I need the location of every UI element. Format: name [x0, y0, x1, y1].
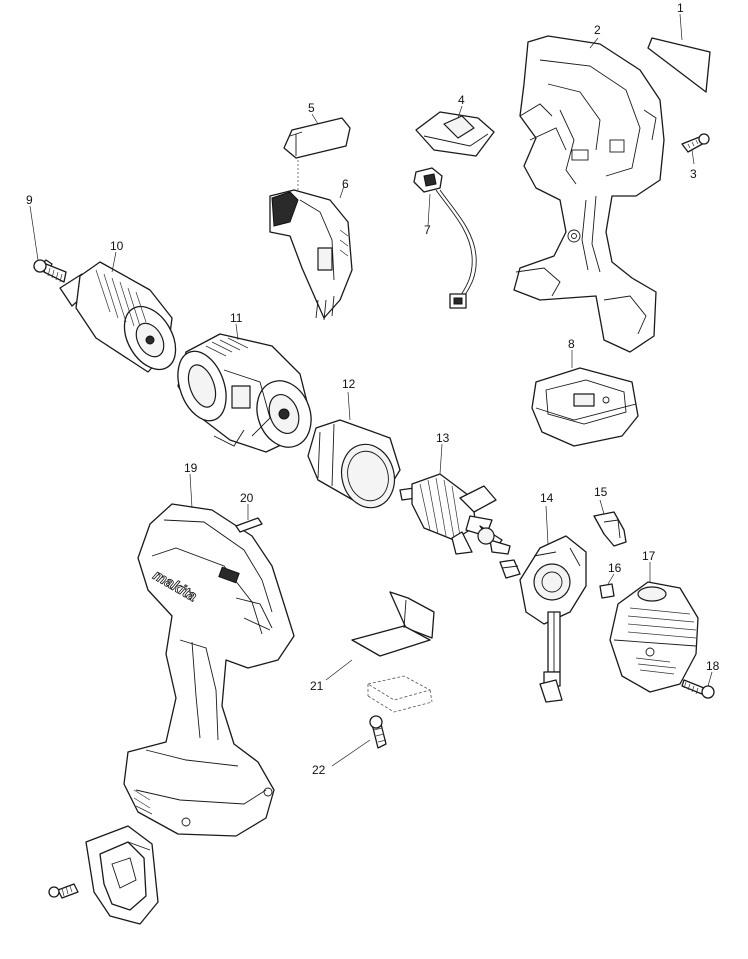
- callout-10: 10: [110, 239, 124, 253]
- callout-17: 17: [642, 549, 656, 563]
- callout-14: 14: [540, 491, 554, 505]
- callout-20: 20: [240, 491, 254, 505]
- callout-21: 21: [310, 679, 324, 693]
- part-12-magnet-housing: [307, 391, 401, 509]
- part-8-terminal-holder: [531, 350, 639, 447]
- belt-hook: [85, 825, 159, 925]
- part-11-gear-assembly: [177, 323, 312, 453]
- part-4-switch-lever: [415, 105, 495, 157]
- callout-18: 18: [706, 659, 720, 673]
- part-19-housing-left: makita: [123, 473, 295, 837]
- part-6-switch: [269, 185, 353, 321]
- callout-11: 11: [230, 311, 243, 325]
- callout-1: 1: [677, 1, 684, 15]
- part-22-screw: [331, 715, 387, 767]
- callout-5: 5: [308, 101, 315, 115]
- callout-19: 19: [184, 461, 198, 475]
- brush-clip: [499, 559, 521, 579]
- callout-16: 16: [608, 561, 622, 575]
- part-10-chuck: [59, 251, 177, 373]
- callout-15: 15: [594, 485, 608, 499]
- part-21-bracket: [325, 591, 435, 713]
- callout-4: 4: [458, 93, 465, 107]
- callout-12: 12: [342, 377, 356, 391]
- callout-13: 13: [436, 431, 450, 445]
- part-13-rotor: [399, 443, 511, 555]
- callout-3: 3: [690, 167, 697, 181]
- hook-screw: [48, 883, 79, 899]
- part-1-label: [647, 13, 711, 93]
- part-17-rear-cover: [609, 562, 699, 693]
- part-3-screw: [681, 133, 710, 165]
- callout-9: 9: [26, 193, 33, 207]
- callout-2: 2: [594, 23, 601, 37]
- callout-7: 7: [424, 223, 431, 237]
- callout-22: 22: [312, 763, 326, 777]
- callout-6: 6: [342, 177, 349, 191]
- part-9-screw: [29, 205, 67, 283]
- part-14-brush-holder: [519, 505, 587, 703]
- part-15-clip: [593, 499, 627, 547]
- part-20-pin: [235, 504, 263, 533]
- part-5-switch-button: [283, 113, 351, 190]
- part-18-screw: [681, 671, 715, 699]
- part-2-housing-right: [513, 35, 665, 353]
- callout-8: 8: [568, 337, 575, 351]
- part-7-led-wire: [413, 167, 477, 309]
- part-16-sleeve: [599, 573, 615, 599]
